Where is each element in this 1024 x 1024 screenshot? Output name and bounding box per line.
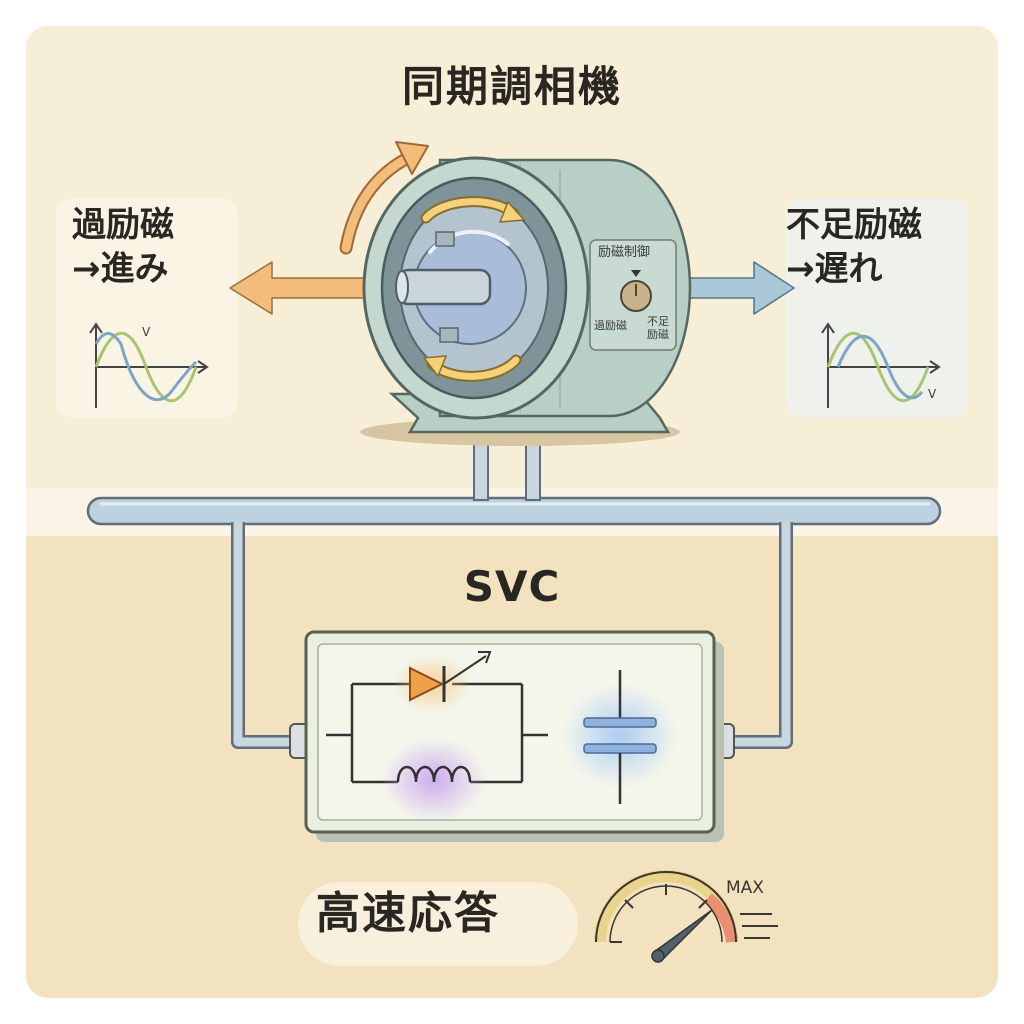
- right-wave-label: V: [928, 387, 937, 401]
- bus-bar: [86, 496, 942, 526]
- voltage-wave-left: [94, 332, 198, 402]
- over-excitation-line2: →進み: [72, 248, 169, 289]
- over-excitation-label: 過励磁 →進み: [72, 204, 174, 291]
- leading-wave-graph: [89, 322, 209, 408]
- lagging-wave-graph: [821, 322, 941, 408]
- synchronous-condenser: [360, 156, 692, 446]
- under-excitation-line2: →遅れ: [786, 248, 883, 289]
- tcr-circuit: [326, 651, 548, 822]
- speed-gauge-icon: [594, 870, 778, 963]
- current-wave-right: [836, 335, 924, 400]
- knob-over-excitation-label: 過励磁: [594, 319, 627, 332]
- rotation-arrow: [339, 141, 429, 255]
- capacitor-circuit: [562, 670, 678, 804]
- thyristor-symbol: [409, 666, 445, 702]
- machine-title: 同期調相機: [401, 62, 622, 111]
- capacitor-plate-top: [583, 717, 657, 728]
- knob-under-line1: 不足: [647, 315, 669, 328]
- voltage-wave-right: [826, 332, 930, 402]
- under-excitation-line1: 不足励磁: [786, 205, 922, 245]
- machine-feeder-lines: [473, 431, 541, 501]
- under-excitation-box: [786, 198, 968, 418]
- under-excitation-label: 不足励磁 →遅れ: [786, 204, 922, 291]
- over-excitation-box: [56, 198, 238, 418]
- excitation-control-panel: [589, 239, 677, 351]
- reactor-coil: [396, 765, 472, 783]
- current-wave-left: [94, 332, 198, 402]
- over-excitation-line1: 過励磁: [72, 205, 174, 245]
- svc-title: SVC: [463, 562, 561, 611]
- left-wave-label: V: [142, 325, 151, 339]
- fast-response-label: 高速応答: [316, 888, 500, 939]
- knob-under-excitation-label: 不足 励磁: [646, 315, 670, 341]
- excitation-control-title: 励磁制御: [598, 245, 651, 260]
- fast-response-badge: [298, 882, 578, 966]
- shaft: [396, 268, 492, 306]
- knob-under-line2: 励磁: [647, 327, 669, 341]
- capacitor-plate-bottom: [583, 743, 657, 754]
- gauge-max-label: MAX: [726, 878, 764, 898]
- leading-arrow: [229, 261, 373, 315]
